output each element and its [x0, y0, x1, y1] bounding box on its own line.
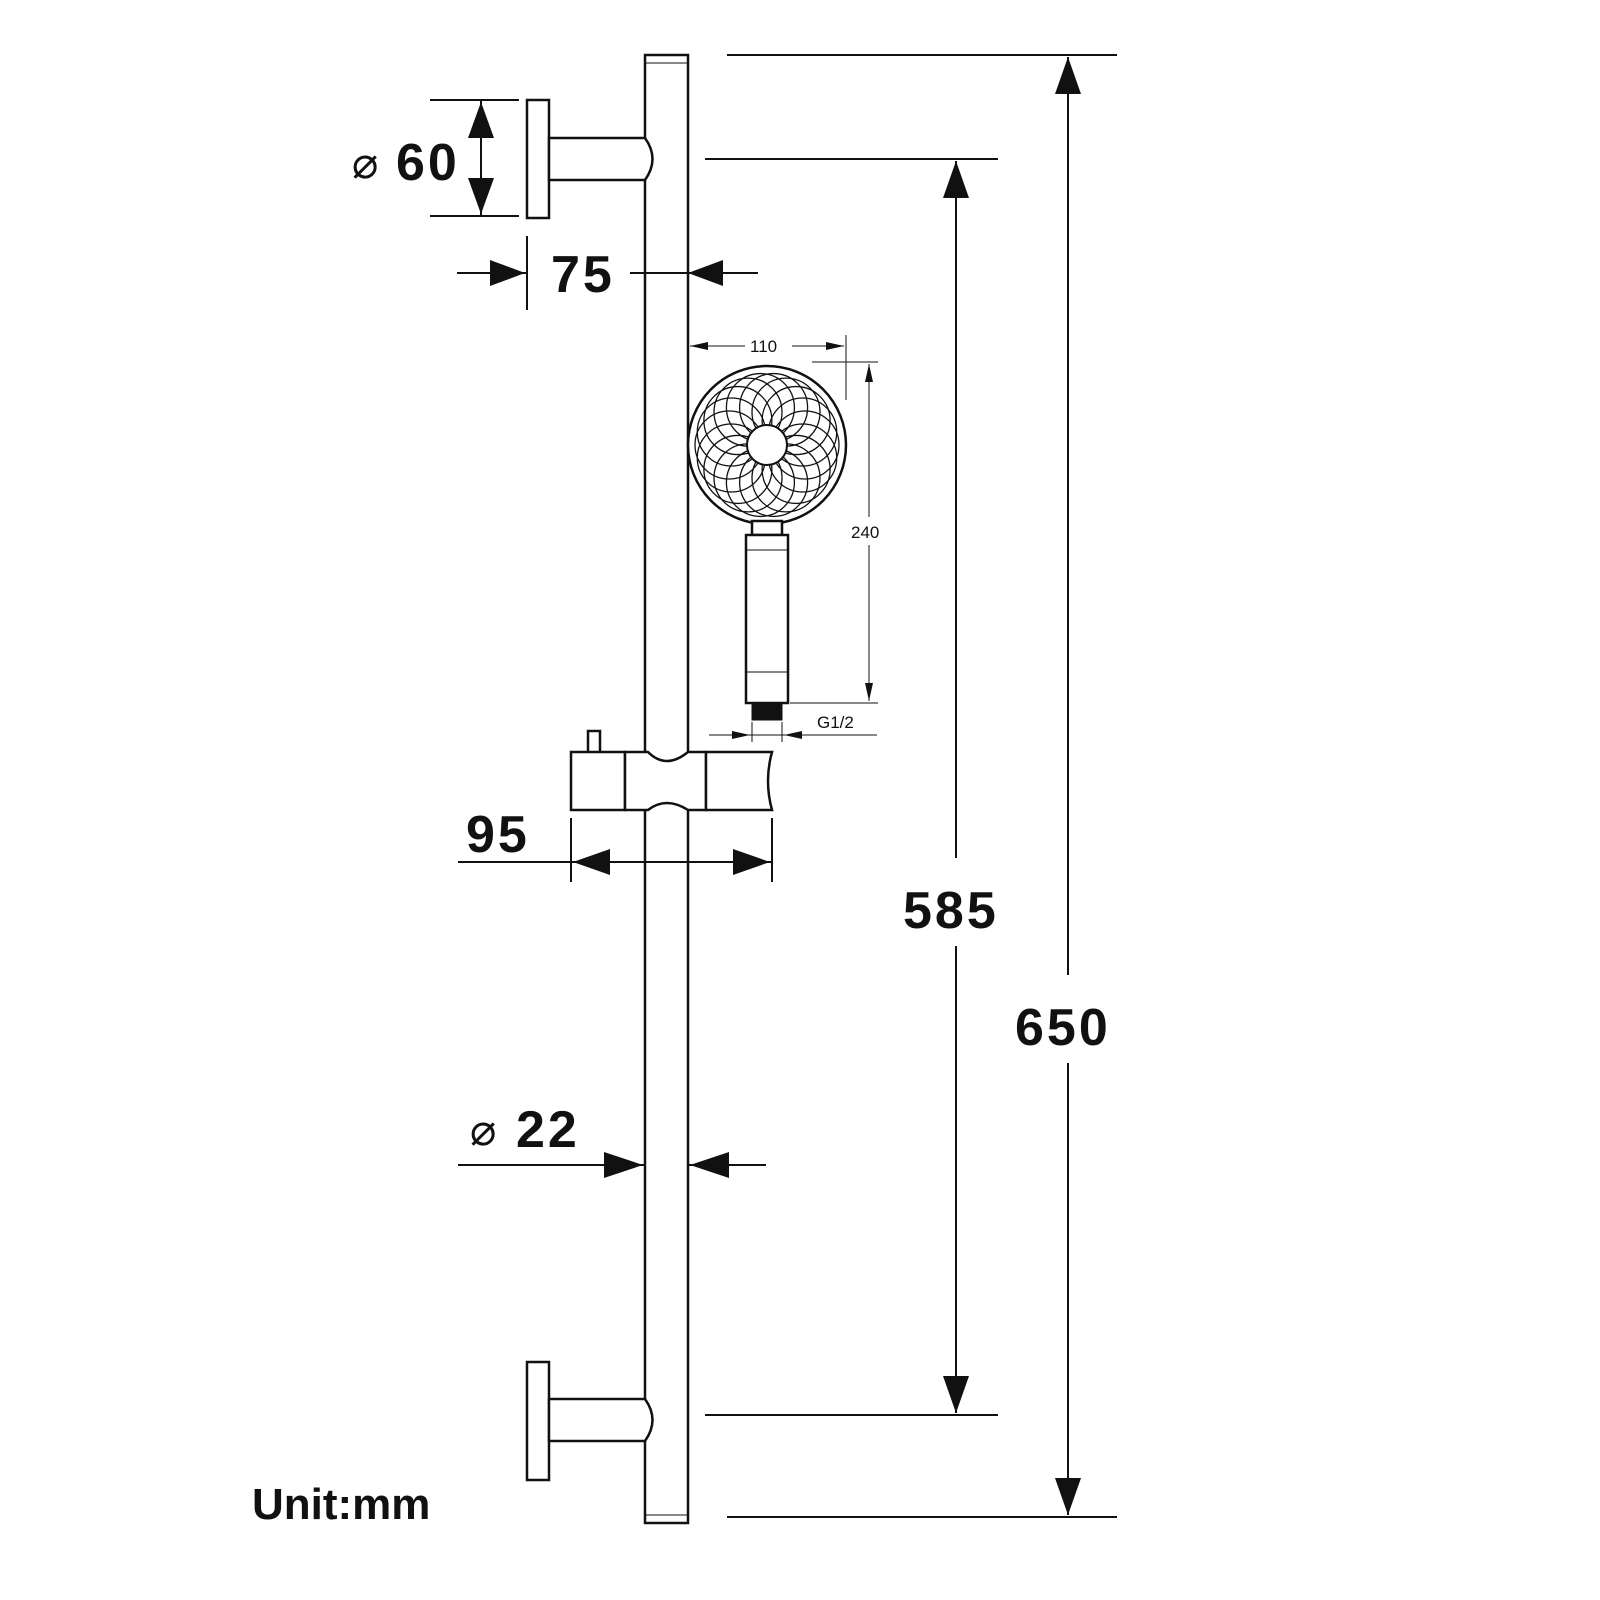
- bottom-wall-bracket: [525, 1360, 654, 1482]
- thread-value: G1/2: [817, 713, 854, 732]
- bar-span-value: 585: [903, 882, 999, 940]
- dimension-handset-length: 240: [790, 361, 879, 704]
- bar-diameter-value: 22: [516, 1101, 580, 1159]
- top-wall-bracket: [525, 98, 654, 220]
- total-height-value: 650: [1015, 999, 1111, 1057]
- dimension-thread: G1/2: [709, 713, 877, 742]
- dimension-total-height: 650: [727, 54, 1117, 1518]
- spray-pattern-ring: [703, 434, 773, 505]
- dimension-slider-width: 95: [458, 806, 773, 882]
- slider: [569, 729, 774, 812]
- diameter-symbol: ⌀: [470, 1105, 497, 1156]
- bracket-depth-value: 75: [551, 246, 615, 304]
- spray-pattern-ring: [761, 434, 831, 505]
- hand-shower: [686, 364, 848, 721]
- dimension-bracket-depth: 75: [457, 236, 758, 310]
- dimension-handset-width: 110: [687, 335, 847, 400]
- slider-width-value: 95: [466, 806, 530, 864]
- handset-width-value: 110: [750, 337, 777, 356]
- bracket-diameter-value: 60: [396, 134, 460, 192]
- spray-pattern-ring: [761, 385, 831, 456]
- handset-length-value: 240: [851, 523, 879, 542]
- dimension-bracket-diameter: ⌀ 60: [352, 99, 519, 217]
- diameter-symbol: ⌀: [352, 138, 379, 189]
- dimension-bar-diameter: ⌀ 22: [458, 1101, 766, 1178]
- unit-label: Unit:mm: [252, 1480, 430, 1529]
- dimension-bar-span: 585: [705, 158, 999, 1416]
- spray-pattern-ring: [703, 385, 773, 456]
